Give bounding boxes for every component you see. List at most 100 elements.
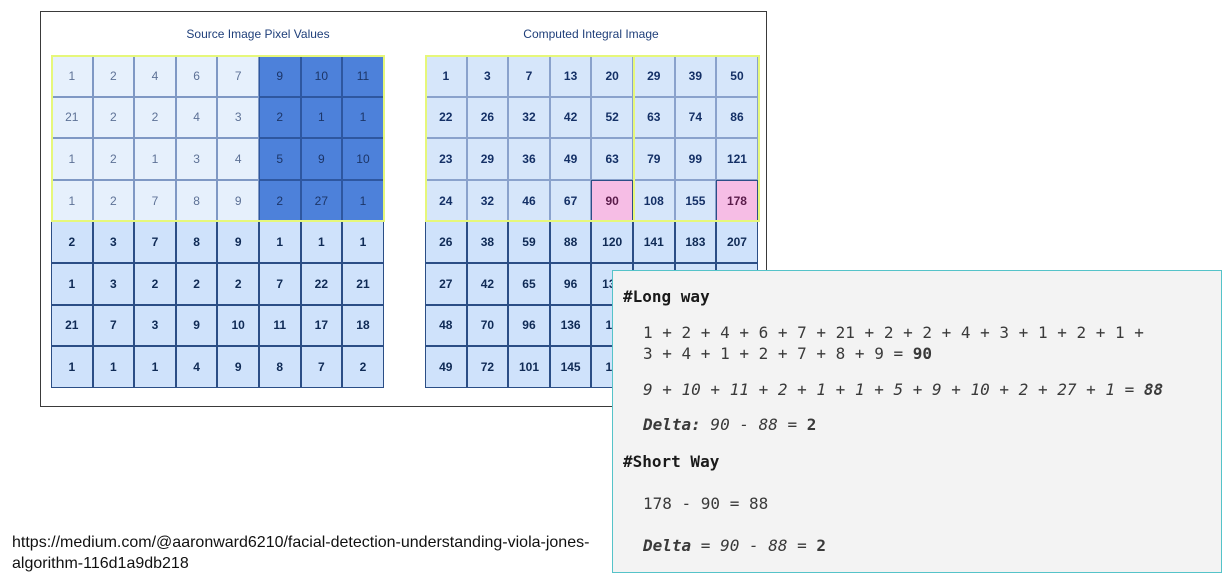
source-pixel-cell: 3	[217, 96, 259, 139]
italic-sum-expression: 9 + 10 + 11 + 2 + 1 + 1 + 5 + 9 + 10 + 2…	[643, 380, 1144, 399]
integral-value-cell: 7	[508, 55, 550, 97]
integral-value-cell: 121	[716, 138, 758, 180]
source-pixel-cell: 10	[300, 55, 343, 97]
integral-value-cell: 70	[466, 304, 509, 347]
long-sum-expression: 3 + 4 + 1 + 2 + 7 + 8 + 9 =	[643, 344, 913, 363]
long-sum-line-1: 1 + 2 + 4 + 6 + 7 + 21 + 2 + 2 + 4 + 3 +…	[643, 323, 1144, 342]
source-pixel-cell: 1	[134, 138, 176, 180]
source-pixel-cell: 9	[217, 221, 259, 263]
source-pixel-cell: 1	[92, 346, 135, 388]
integral-value-cell: 50	[716, 55, 758, 97]
long-sum-line-2: 3 + 4 + 1 + 2 + 7 + 8 + 9 = 90	[643, 344, 932, 363]
source-pixel-cell: 1	[300, 221, 343, 263]
source-grid-title: Source Image Pixel Values	[186, 27, 330, 41]
integral-value-cell: 96	[508, 304, 550, 347]
source-pixel-cell: 9	[300, 138, 343, 180]
source-pixel-cell: 2	[258, 179, 301, 222]
integral-value-cell: 74	[674, 96, 717, 139]
source-url-text: https://medium.com/@aaronward6210/facial…	[12, 534, 590, 572]
source-pixel-cell: 7	[134, 221, 176, 263]
explanation-panel: #Long way 1 + 2 + 4 + 6 + 7 + 21 + 2 + 2…	[612, 270, 1222, 573]
integral-value-cell: 52	[591, 96, 633, 139]
source-pixel-cell: 10	[217, 304, 259, 347]
integral-value-cell: 155	[674, 179, 717, 222]
integral-value-cell: 120	[591, 221, 633, 263]
source-pixel-cell: 2	[258, 96, 301, 139]
integral-value-cell: 26	[466, 96, 509, 139]
integral-value-cell: 29	[632, 55, 675, 97]
integral-value-cell: 79	[632, 138, 675, 180]
source-pixel-cell: 5	[258, 138, 301, 180]
short-way-heading: #Short Way	[623, 452, 720, 471]
integral-value-cell: 65	[508, 262, 550, 305]
integral-value-cell: 1	[425, 55, 467, 97]
integral-value-cell: 96	[549, 262, 592, 305]
source-pixel-cell: 2	[51, 221, 93, 263]
integral-value-cell: 48	[425, 304, 467, 347]
delta-line-2: Delta = 90 - 88 = 2	[643, 536, 826, 555]
integral-value-cell: 46	[508, 179, 550, 222]
delta-result-2: 2	[816, 536, 827, 555]
source-pixel-cell: 10	[342, 138, 384, 180]
integral-value-cell: 42	[549, 96, 592, 139]
source-pixel-cell: 1	[51, 55, 93, 97]
delta-line-1: Delta: 90 - 88 = 2	[643, 415, 816, 434]
integral-value-cell: 32	[466, 179, 509, 222]
source-pixel-cell: 18	[342, 304, 384, 347]
source-pixel-cell: 7	[217, 55, 259, 97]
source-pixel-cell: 9	[217, 346, 259, 388]
integral-value-cell: 90	[591, 179, 633, 222]
integral-value-cell: 29	[466, 138, 509, 180]
integral-value-cell: 101	[508, 346, 550, 388]
source-pixel-cell: 7	[134, 179, 176, 222]
source-pixel-cell: 2	[92, 179, 135, 222]
integral-value-cell: 42	[466, 262, 509, 305]
integral-value-cell: 145	[549, 346, 592, 388]
source-pixel-cell: 1	[51, 179, 93, 222]
integral-value-cell: 27	[425, 262, 467, 305]
source-pixel-cell: 1	[51, 138, 93, 180]
source-pixel-cell: 9	[175, 304, 218, 347]
source-pixel-cell: 21	[342, 262, 384, 305]
source-pixel-cell: 1	[342, 96, 384, 139]
source-pixel-cell: 4	[175, 96, 218, 139]
source-pixel-cell: 2	[175, 262, 218, 305]
italic-sum-result: 88	[1143, 380, 1164, 399]
source-pixel-cell: 1	[51, 346, 93, 388]
integral-value-cell: 86	[716, 96, 758, 139]
source-pixel-cell: 1	[51, 262, 93, 305]
integral-value-cell: 3	[466, 55, 509, 97]
source-pixel-cell: 4	[134, 55, 176, 97]
source-pixel-cell: 3	[175, 138, 218, 180]
integral-value-cell: 136	[549, 304, 592, 347]
source-pixel-cell: 1	[258, 221, 301, 263]
source-pixel-cell: 1	[134, 346, 176, 388]
long-sum-result: 90	[912, 344, 932, 363]
italic-sum-line: 9 + 10 + 11 + 2 + 1 + 1 + 5 + 9 + 10 + 2…	[643, 380, 1163, 399]
long-way-heading: #Long way	[623, 287, 710, 306]
source-pixel-cell: 11	[342, 55, 384, 97]
integral-value-cell: 108	[632, 179, 675, 222]
integral-value-cell: 49	[549, 138, 592, 180]
source-pixel-cell: 8	[175, 179, 218, 222]
integral-value-cell: 20	[591, 55, 633, 97]
source-pixel-cell: 2	[217, 262, 259, 305]
integral-value-cell: 23	[425, 138, 467, 180]
source-pixel-cell: 21	[51, 96, 93, 139]
delta-label-1: Delta:	[643, 415, 701, 434]
source-pixel-cell: 2	[92, 138, 135, 180]
source-pixel-cell: 2	[92, 96, 135, 139]
integral-value-cell: 24	[425, 179, 467, 222]
source-pixel-cell: 3	[92, 262, 135, 305]
integral-grid-title: Computed Integral Image	[523, 27, 659, 41]
integral-value-cell: 36	[508, 138, 550, 180]
source-pixel-cell: 2	[134, 96, 176, 139]
source-pixel-cell: 8	[175, 221, 218, 263]
source-pixel-cell: 2	[134, 262, 176, 305]
integral-value-cell: 32	[508, 96, 550, 139]
integral-value-cell: 63	[591, 138, 633, 180]
source-pixel-cell: 7	[92, 304, 135, 347]
integral-value-cell: 99	[674, 138, 717, 180]
source-pixel-cell: 11	[258, 304, 301, 347]
